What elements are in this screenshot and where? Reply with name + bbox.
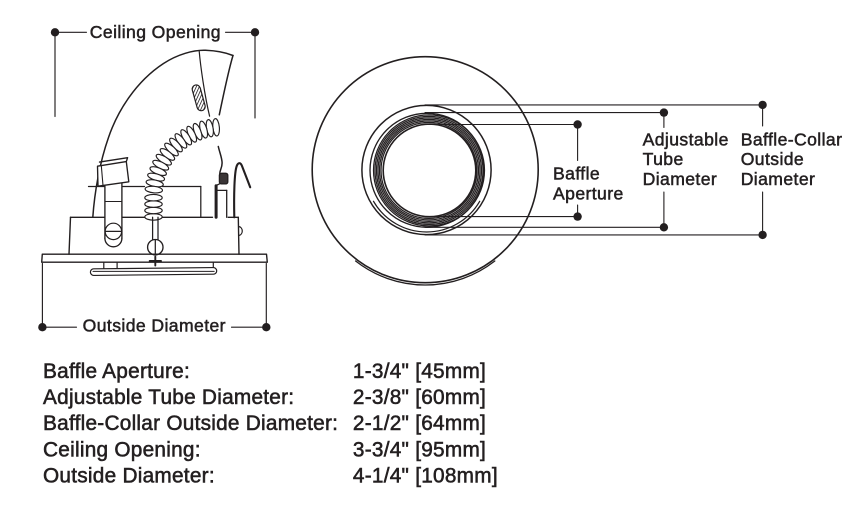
collar-housing (68, 216, 243, 267)
side-view-drawing (38, 28, 271, 332)
torsion-spring-wire (233, 162, 252, 219)
table-row: Outside Diameter: 4-1/4" [108mm] (43, 464, 498, 488)
housing-right-edge-upper (218, 54, 234, 116)
adjustable-tube-label: Adjustable Tube Diameter (642, 129, 729, 189)
inner-can (87, 185, 202, 218)
trim-flange (41, 253, 268, 263)
label-line: Adjustable (643, 129, 729, 149)
baffle-aperture-circle (382, 123, 477, 218)
left-mounting-clip (96, 157, 130, 248)
cable-clamp (218, 172, 229, 185)
clip-strap-bottom (104, 237, 123, 248)
clip-plate-fold (100, 165, 104, 187)
dimension-dot (573, 120, 582, 129)
baffle-ribs (372, 114, 486, 227)
table-row: Baffle Aperture: 1-3/4" [45mm] (43, 360, 486, 384)
table-row-value: 1-3/4" [45mm] (353, 360, 486, 383)
label-line: Diameter (741, 169, 816, 189)
outside-diameter-dimension (38, 262, 271, 332)
table-row-label: Baffle Aperture: (43, 360, 190, 383)
housing-top-edge (204, 49, 234, 57)
table-row-value: 3-3/4" [95mm] (353, 438, 486, 461)
collar-left-edge (68, 216, 72, 255)
table-row: Baffle-Collar Outside Diameter: 2-1/2" [… (43, 412, 486, 436)
table-row-label: Adjustable Tube Diameter: (43, 386, 294, 409)
label-line: Tube (643, 149, 684, 169)
outer-flange-bottom-arc (354, 260, 496, 286)
table-row: Adjustable Tube Diameter: 2-3/8" [60mm] (43, 386, 486, 410)
dimension-dot (758, 100, 767, 110)
dimension-dot (659, 223, 669, 232)
front-view-drawing (311, 55, 767, 286)
dimension-dot (659, 108, 669, 117)
housing-seam (198, 50, 211, 117)
baffle-collar-label: Baffle-Collar Outside Diameter (740, 129, 843, 189)
outside-diameter-label: Outside Diameter (83, 316, 226, 336)
ceiling-opening-label: Ceiling Opening (90, 22, 221, 42)
housing-right-edge-lower (217, 145, 223, 175)
label-line: Diameter (643, 169, 718, 189)
collar-side-bump (238, 225, 243, 237)
label-line: Outside (741, 149, 804, 169)
right-mounting-clip (214, 162, 252, 219)
clip-plate (96, 160, 130, 187)
dimensions-table: Baffle Aperture: 1-3/4" [45mm] Adjustabl… (43, 360, 498, 488)
vent-slot (191, 84, 206, 112)
front-view-leaders (424, 104, 764, 236)
table-row-value: 2-1/2" [64mm] (353, 412, 486, 435)
table-row: Ceiling Opening: 3-3/4" [95mm] (43, 438, 486, 462)
table-row-label: Ceiling Opening: (43, 438, 201, 461)
label-line: Baffle (553, 163, 600, 183)
outer-flange-circle (311, 55, 540, 284)
adjust-screw-shaft (151, 216, 159, 241)
front-view-dots (573, 100, 767, 240)
flex-conduit (144, 118, 221, 221)
label-line: Aperture (553, 184, 624, 204)
clip-top-facet (98, 157, 129, 163)
table-row-value: 4-1/4" [108mm] (353, 464, 498, 487)
table-row-label: Baffle-Collar Outside Diameter: (43, 412, 338, 435)
diagram-text: Ceiling Opening Outside Diameter Baffle … (43, 22, 843, 488)
baffle-aperture-label: Baffle Aperture (553, 163, 624, 204)
dimension-dot (573, 212, 582, 221)
table-row-value: 2-3/8" [60mm] (353, 386, 486, 409)
baffle-collar-inner-arc (372, 200, 481, 233)
ceiling-opening-dimension (50, 28, 260, 119)
center-mark (148, 255, 162, 267)
label-line: Baffle-Collar (741, 129, 843, 149)
dimension-dot (758, 230, 767, 240)
table-row-label: Outside Diameter: (43, 464, 215, 487)
gimbal-dish (89, 261, 218, 277)
